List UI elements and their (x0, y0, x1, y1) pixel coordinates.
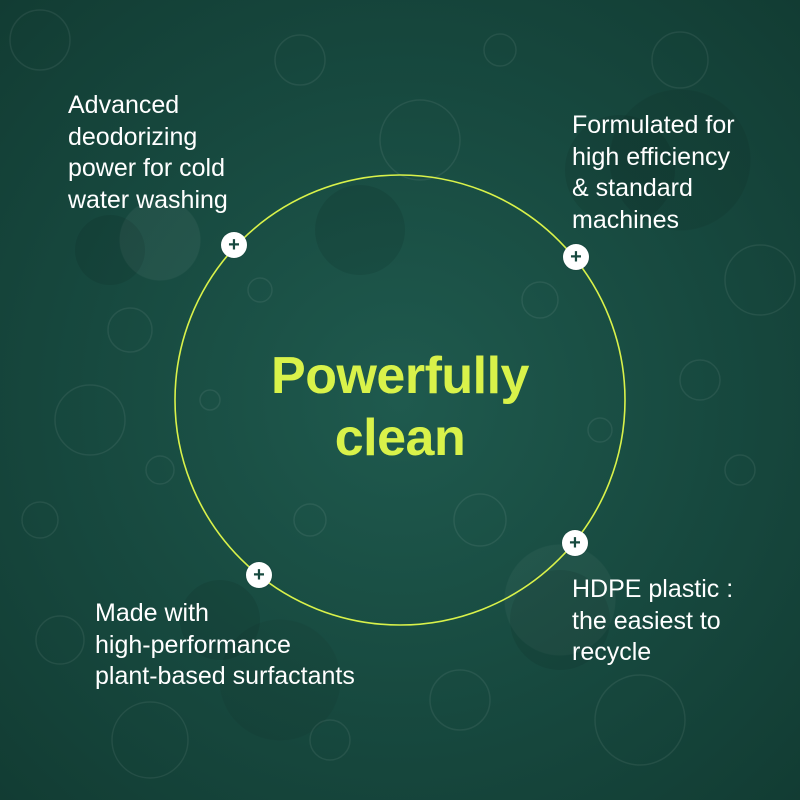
headline: Powerfully clean (200, 345, 600, 469)
feature-line: Formulated for (572, 111, 735, 139)
feature-line: power for cold (68, 154, 226, 182)
feature-line: plant-based surfactants (95, 662, 355, 690)
ring-circle (174, 174, 626, 626)
plus-icon[interactable]: + (246, 562, 272, 588)
feature-line: HDPE plastic : (572, 575, 734, 603)
feature-line: recycle (572, 638, 652, 666)
feature-line: water washing (68, 185, 228, 214)
feature-line: high efficiency (572, 142, 730, 171)
feature-machines: Formulated for high efficiency & standar… (572, 110, 735, 236)
feature-deodorizing: Advanced deodorizing power for cold wate… (68, 90, 228, 216)
feature-line: Advanced (68, 91, 180, 119)
headline-line-1: Powerfully (271, 347, 529, 405)
feature-hdpe-plastic: HDPE plastic : the easiest to recycle (572, 574, 733, 669)
plus-icon[interactable]: + (221, 232, 247, 258)
plus-icon[interactable]: + (562, 530, 588, 556)
headline-line-2: clean (334, 409, 466, 467)
feature-line: high-performance (95, 630, 291, 659)
feature-line: deodorizing (68, 122, 198, 151)
feature-line: machines (572, 205, 679, 234)
feature-line: Made with (95, 599, 209, 627)
feature-line: the easiest to (572, 606, 721, 635)
feature-surfactants: Made with high-performance plant-based s… (95, 598, 355, 693)
plus-icon[interactable]: + (563, 244, 589, 270)
feature-line: & standard (572, 174, 693, 202)
